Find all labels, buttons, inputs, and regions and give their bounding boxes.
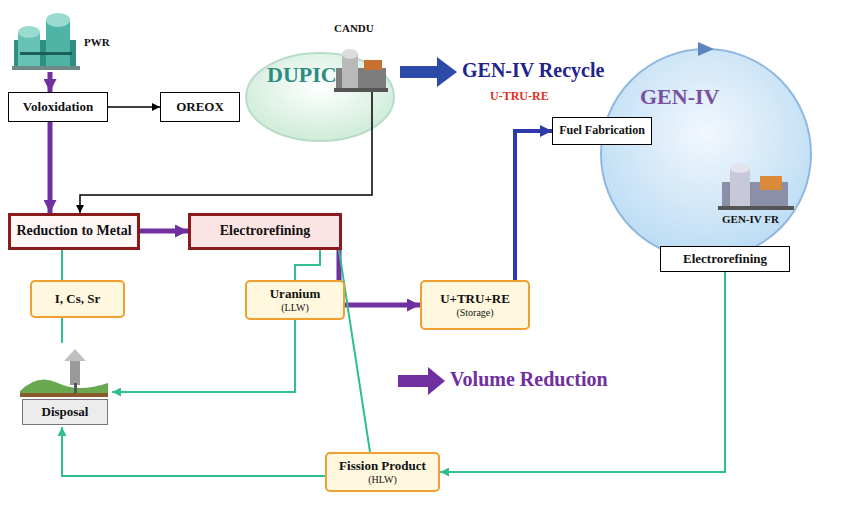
flow-connector: [61, 318, 63, 343]
node-label: I, Cs, Sr: [55, 292, 101, 307]
volume-arrow: [398, 367, 445, 395]
flow-connector: [440, 272, 725, 472]
disposal-box: Disposal: [22, 399, 108, 425]
plant-icon: GEN-IV FR: [716, 160, 800, 232]
node-label: Electrorefining: [683, 252, 767, 267]
node-label: Electrorefining: [220, 223, 310, 239]
node-label: CANDU: [334, 22, 374, 35]
plant-icon: PWR: [12, 2, 122, 72]
product-box: I, Cs, Sr: [30, 280, 125, 318]
node-label: DUPIC: [267, 62, 337, 87]
cycle-ellipse: DUPICCANDU: [245, 52, 395, 142]
plant-icon: CANDU: [332, 22, 390, 92]
node-label: Voloxidation: [23, 100, 93, 115]
product-box: Fission Product(HLW): [325, 452, 440, 492]
disposal-site: Disposal: [18, 343, 112, 427]
process-box: OREOX: [160, 92, 240, 122]
flow-connector: [62, 427, 325, 476]
node-label: Uranium: [270, 287, 321, 302]
flow-connector: [48, 122, 53, 213]
sub-label: (LLW): [281, 302, 309, 314]
free-label: U-TRU-RE: [490, 90, 549, 104]
sub-label: (Storage): [456, 307, 493, 319]
node-shape: [600, 48, 812, 260]
process-box: Reduction to Metal: [8, 213, 140, 250]
flow-connector: [80, 92, 372, 213]
flow-connector: [339, 250, 370, 452]
flow-connector: [112, 320, 295, 392]
process-box: Voloxidation: [8, 92, 108, 122]
node-label: GEN-IV FR: [722, 213, 779, 226]
product-box: U+TRU+RE(Storage): [420, 280, 530, 330]
flow-connector: [515, 131, 552, 280]
node-label: Disposal: [42, 405, 89, 420]
process-box: Electrorefining: [188, 213, 342, 250]
flow-connector: [61, 250, 63, 280]
flow-connector: [48, 72, 53, 92]
node-label: GEN-IV: [640, 84, 719, 109]
node-label: PWR: [84, 36, 110, 49]
free-label: Volume Reduction: [450, 368, 608, 391]
cycle-circle: GEN-IVFuel FabricationGEN-IV FRElectrore…: [600, 48, 812, 260]
node-label: OREOX: [176, 100, 224, 115]
process-box: Electrorefining: [660, 246, 790, 272]
process-box: Fuel Fabrication: [552, 117, 652, 145]
sub-label: (HLW): [368, 474, 397, 486]
recycle-arrow: [400, 57, 457, 87]
node-label: Fission Product: [339, 459, 426, 474]
product-box: Uranium(LLW): [245, 280, 345, 320]
node-label: U+TRU+RE: [440, 292, 510, 307]
node-label: Fuel Fabrication: [559, 124, 645, 138]
free-label: GEN-IV Recycle: [462, 59, 604, 82]
flow-connector: [339, 250, 420, 305]
flow-connector: [295, 250, 320, 280]
flow-connector: [108, 106, 160, 108]
flow-connector: [140, 229, 188, 234]
node-label: Reduction to Metal: [16, 223, 131, 239]
